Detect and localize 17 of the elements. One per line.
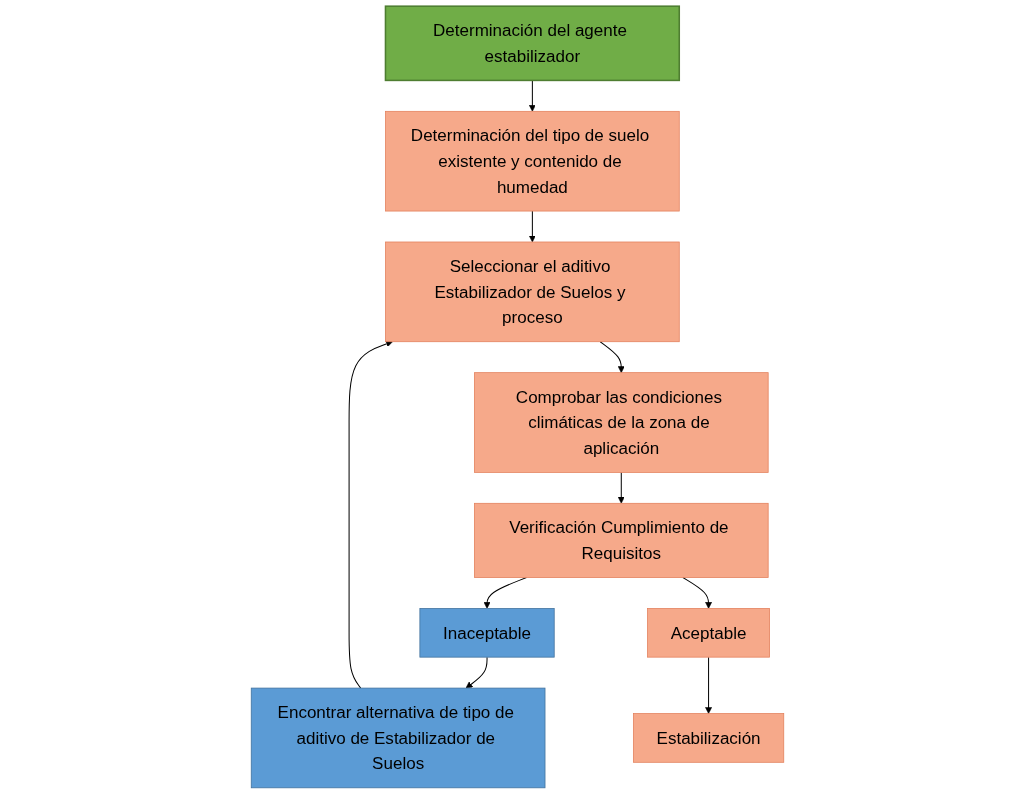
node-box: Verificación Cumplimiento de Requisitos: [474, 502, 769, 578]
arrow: [617, 471, 625, 504]
node-box: Determinación del tipo de suelo existente y contenido de humedad: [385, 110, 680, 212]
node-box: Comprobar las condiciones climáticas de la zona de aplicación: [474, 372, 769, 473]
arrow: [599, 341, 625, 373]
arrow: [705, 656, 712, 714]
arrow: [348, 340, 393, 689]
arrow: [528, 210, 536, 243]
node-box: Encontrar alternativa de tipo de aditivo de Estabilizador de Suelos: [250, 687, 546, 789]
node-box: Aceptable: [647, 608, 770, 658]
node-box: Determinación del agente estabilizador: [384, 5, 681, 82]
node-box: Inaceptable: [419, 608, 555, 658]
arrow: [682, 577, 712, 609]
node-box: Seleccionar el aditivo Estabilizador de Suelos y proceso: [385, 241, 680, 343]
arrow: [465, 656, 488, 689]
arrow: [528, 79, 536, 112]
node-box: Estabilización: [633, 713, 785, 763]
